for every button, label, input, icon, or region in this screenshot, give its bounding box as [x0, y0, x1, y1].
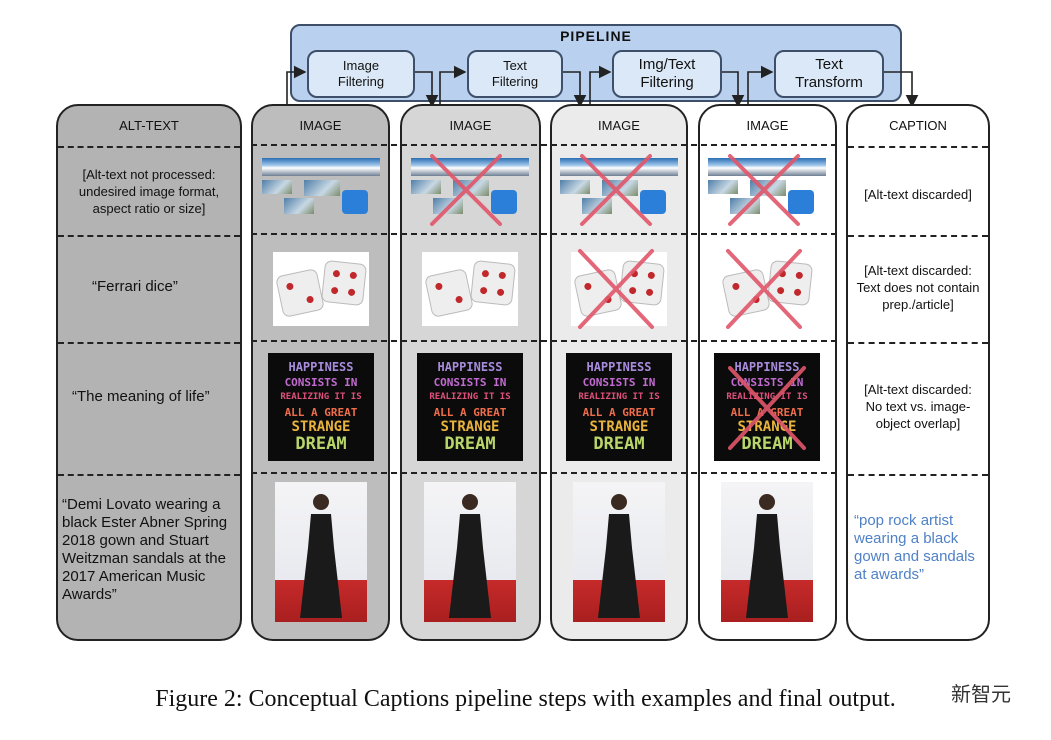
final-caption: “pop rock artist wearing a black gown an…: [854, 512, 975, 583]
pipeline-title: PIPELINE: [560, 28, 632, 44]
image-header: IMAGE: [299, 118, 342, 133]
poster-line: HAPPINESS: [288, 360, 354, 374]
photo-image: [424, 482, 516, 622]
poster-line: DREAM: [741, 434, 793, 454]
poster-line: ALL A GREAT: [433, 406, 507, 419]
pipeline-arrows: [286, 65, 919, 108]
divider: [251, 233, 837, 235]
step-label: Filtering: [640, 74, 694, 91]
rejected-x-icon: [580, 154, 652, 226]
alt-text-row-1: [Alt-text not processed: undesired image…: [78, 167, 220, 216]
image-header: IMAGE: [449, 118, 492, 133]
person-figure: [598, 494, 640, 618]
caption-header: CAPTION: [889, 118, 947, 133]
divider: [58, 342, 240, 344]
poster-line: CONSISTS IN: [284, 376, 358, 389]
step-label: Img/Text: [638, 56, 696, 73]
divider: [58, 474, 240, 476]
rejected-x-icon: [728, 154, 800, 226]
dice-image: [273, 252, 369, 326]
photo-image: [573, 482, 665, 622]
poster-image: HAPPINESS CONSISTS IN REALIZING IT IS AL…: [268, 353, 374, 461]
image-header: IMAGE: [598, 118, 640, 133]
divider: [58, 235, 240, 237]
dice-image: [571, 252, 667, 326]
photo-image: [721, 482, 813, 622]
divider: [251, 144, 837, 146]
figure-caption: Figure 2: Conceptual Captions pipeline s…: [155, 686, 896, 712]
poster-line: CONSISTS IN: [433, 376, 507, 389]
alt-text-header: ALT-TEXT: [119, 118, 179, 133]
poster-line: STRANGE: [440, 419, 500, 435]
alt-text-column: ALT-TEXT [Alt-text not processed: undesi…: [56, 104, 242, 641]
poster-line: HAPPINESS: [734, 360, 800, 374]
poster-line: DREAM: [444, 434, 496, 454]
poster-line: REALIZING IT IS: [578, 392, 660, 402]
caption-row-2: [Alt-text discarded: Text does not conta…: [856, 263, 980, 312]
poster-line: REALIZING IT IS: [280, 392, 362, 402]
caption-row-3: [Alt-text discarded: No text vs. image-o…: [864, 382, 972, 431]
divider: [848, 342, 988, 344]
person-figure: [449, 494, 491, 618]
rejected-x-icon: [726, 249, 802, 329]
alt-text-row-2: “Ferrari dice”: [92, 278, 178, 295]
person-figure: [746, 494, 788, 618]
divider: [58, 146, 240, 148]
step-label: Filtering: [337, 74, 385, 89]
poster-line: STRANGE: [589, 419, 649, 435]
poster-line: CONSISTS IN: [582, 376, 656, 389]
poster-line: REALIZING IT IS: [726, 392, 808, 402]
alt-text-row-3: “The meaning of life”: [72, 388, 210, 405]
poster-line: HAPPINESS: [586, 360, 652, 374]
dice-image: [719, 252, 815, 326]
caption-row-1: [Alt-text discarded]: [864, 187, 972, 202]
poster-image: HAPPINESS CONSISTS IN REALIZING IT IS AL…: [566, 353, 672, 461]
step-label: Image: [342, 58, 380, 73]
rejected-x-icon: [728, 366, 806, 450]
divider: [251, 340, 837, 342]
photo-image: [275, 482, 367, 622]
dice-image: [422, 252, 518, 326]
rejected-x-icon: [578, 249, 654, 329]
poster-line: HAPPINESS: [437, 360, 503, 374]
step-label: Text: [815, 56, 843, 73]
divider: [848, 235, 988, 237]
poster-line: ALL A GREAT: [284, 406, 358, 419]
thumbnail-set: [262, 158, 380, 218]
rejected-x-icon: [430, 154, 502, 226]
divider: [848, 146, 988, 148]
poster-line: DREAM: [295, 434, 347, 454]
poster-line: ALL A GREAT: [730, 406, 804, 419]
poster-line: ALL A GREAT: [582, 406, 656, 419]
caption-column: CAPTION [Alt-text discarded] [Alt-text d…: [846, 104, 990, 641]
poster-line: STRANGE: [291, 419, 351, 435]
watermark: 新智元: [951, 682, 1011, 706]
step-label: Text: [503, 58, 527, 73]
poster-image: HAPPINESS CONSISTS IN REALIZING IT IS AL…: [417, 353, 523, 461]
alt-text-row-4: “Demi Lovato wearing a black Ester Abner…: [62, 496, 228, 603]
poster-line: DREAM: [593, 434, 645, 454]
image-header: IMAGE: [746, 118, 789, 133]
poster-line: REALIZING IT IS: [429, 392, 511, 402]
step-label: Filtering: [491, 74, 539, 89]
person-figure: [300, 494, 342, 618]
divider: [251, 472, 837, 474]
divider: [848, 474, 988, 476]
step-label: Transform: [795, 74, 863, 91]
